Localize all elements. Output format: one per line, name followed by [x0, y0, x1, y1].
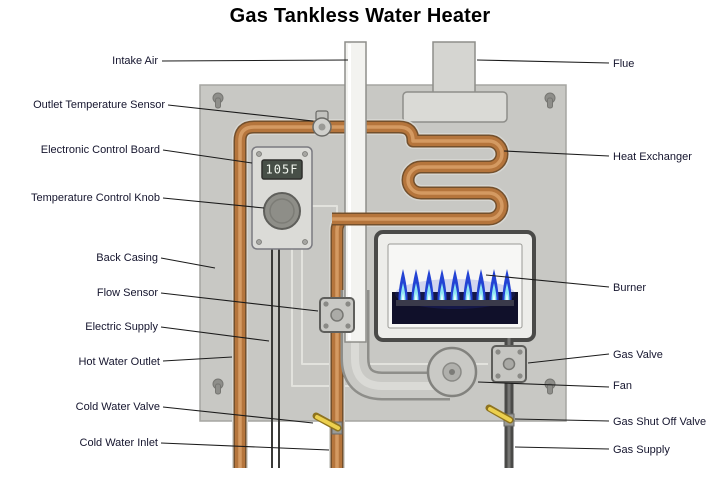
flue-cap: [402, 91, 508, 123]
leader-flow-sensor: [160, 292, 319, 312]
temperature-display-value: 105F: [266, 163, 299, 177]
leader-gas-valve: [527, 353, 610, 364]
flow-sensor: [319, 297, 355, 333]
leader-hot-water-outlet: [162, 356, 233, 362]
fan: [426, 346, 478, 398]
burner-flames: [398, 269, 512, 302]
leader-gas-supply: [514, 446, 610, 450]
label-heat-exchanger: Heat Exchanger: [613, 151, 692, 163]
label-cold-water-valve: Cold Water Valve: [75, 401, 160, 413]
leader-electric-supply: [160, 326, 270, 342]
leader-flue: [476, 59, 610, 64]
label-gas-valve: Gas Valve: [613, 349, 663, 361]
temperature-display: [261, 159, 303, 180]
label-burner: Burner: [613, 282, 647, 294]
label-flue: Flue: [613, 58, 635, 70]
label-gas-shut-off-valve: Gas Shut Off Valve: [613, 416, 707, 428]
label-cold-water-inlet: Cold Water Inlet: [79, 437, 158, 449]
leader-outlet-temperature-sensor: [167, 104, 314, 122]
label-gas-supply: Gas Supply: [613, 444, 670, 456]
copper-piping: [232, 119, 510, 468]
leader-lines: [160, 59, 610, 451]
label-fan: Fan: [613, 380, 632, 392]
label-intake-air: Intake Air: [112, 55, 158, 67]
leader-gas-shut-off-valve: [514, 418, 610, 422]
label-electric-supply: Electric Supply: [85, 321, 158, 333]
burner-box: [374, 230, 536, 342]
flue-pipe: [402, 41, 508, 123]
leader-cold-water-inlet: [160, 442, 330, 451]
label-electronic-control-board: Electronic Control Board: [40, 144, 160, 156]
leader-fan: [477, 381, 610, 388]
gas-shut-off-valve: [485, 404, 515, 427]
electric-supply-wires: [271, 246, 280, 468]
label-flow-sensor: Flow Sensor: [96, 287, 158, 299]
pipe-highlight: [238, 125, 504, 468]
electronic-control-board: 105F: [251, 146, 313, 250]
gas-valve: [491, 345, 527, 383]
air-duct-elbow: [340, 290, 450, 401]
label-temperature-control-knob: Temperature Control Knob: [30, 192, 160, 204]
burner-bar: [396, 300, 514, 306]
outlet-temperature-sensor: [312, 110, 332, 137]
leader-back-casing: [160, 257, 216, 269]
leader-intake-air: [161, 59, 349, 62]
leader-temperature-control-knob: [162, 197, 265, 209]
intake-air-pipe: [344, 41, 367, 343]
leader-cold-water-valve: [162, 406, 314, 424]
page-title: Gas Tankless Water Heater: [229, 5, 491, 27]
leader-burner: [485, 274, 610, 288]
leader-heat-exchanger: [503, 150, 610, 157]
label-hot-water-outlet: Hot Water Outlet: [78, 356, 160, 368]
cold-water-valve: [312, 412, 343, 435]
leader-electronic-control-board: [162, 149, 253, 164]
label-outlet-temperature-sensor: Outlet Temperature Sensor: [33, 99, 165, 111]
label-back-casing: Back Casing: [96, 252, 158, 264]
